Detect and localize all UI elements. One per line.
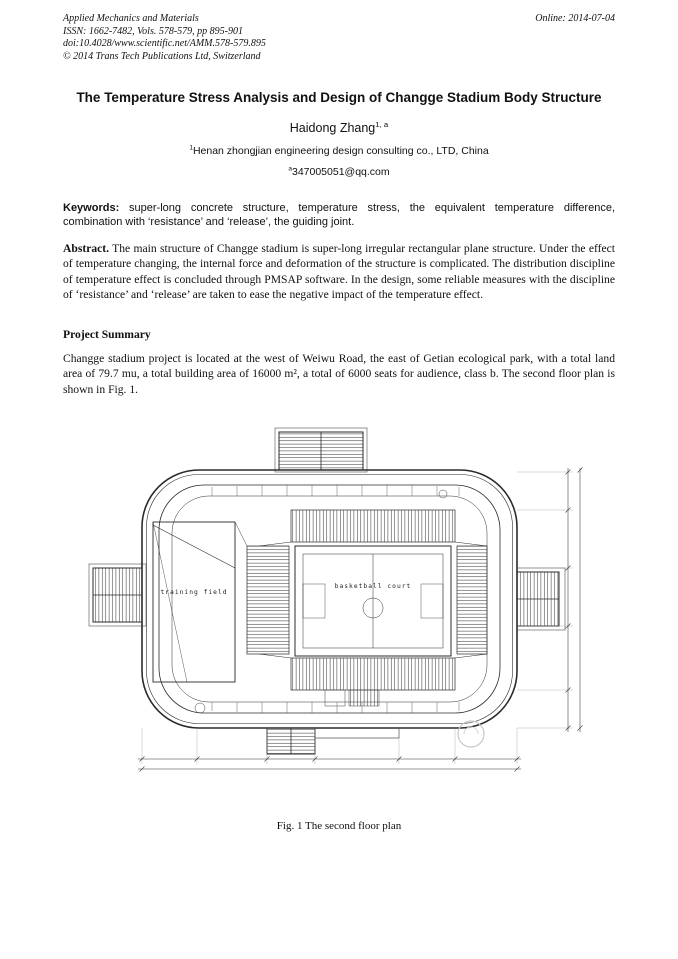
author-name: Haidong Zhang	[289, 120, 376, 135]
online-date: Online: 2014-07-04	[535, 13, 615, 24]
watermark-mark	[463, 726, 478, 734]
keywords-paragraph: Keywords: super-long concrete structure,…	[63, 201, 615, 230]
plan-details	[194, 489, 447, 713]
affiliation-superscript: 1	[189, 144, 193, 151]
doi-line: doi:10.4028/www.scientific.net/AMM.578-5…	[63, 38, 266, 49]
journal-header: Applied Mechanics and Materials ISSN: 16…	[63, 13, 615, 63]
abstract-paragraph: Abstract. The main structure of Changge …	[63, 241, 615, 303]
email-superscript: a	[288, 165, 292, 172]
journal-header-left: Applied Mechanics and Materials ISSN: 16…	[63, 13, 266, 63]
email-line: a347005051@qq.com	[63, 165, 615, 178]
copyright-line: © 2014 Trans Tech Publications Ltd, Swit…	[63, 50, 261, 62]
project-summary-paragraph: Changge stadium project is located at th…	[63, 351, 615, 397]
issn-line: ISSN: 1662-7482, Vols. 578-579, pp 895-9…	[63, 25, 243, 37]
basketball-court	[294, 545, 451, 657]
section-heading-project-summary: Project Summary	[63, 327, 151, 341]
keywords-text: super-long concrete structure, temperatu…	[63, 201, 615, 229]
perimeter-rooms	[211, 485, 459, 713]
author-line: Haidong Zhang1, a	[63, 119, 615, 135]
affiliation-line: 1Henan zhongjian engineering design cons…	[63, 144, 615, 157]
stairs-south	[266, 727, 399, 755]
training-field-label: training field	[160, 589, 227, 596]
affiliation-text: Henan zhongjian engineering design consu…	[192, 144, 489, 157]
author-superscript: 1, a	[375, 119, 389, 129]
figure-caption: Fig. 1 The second floor plan	[276, 819, 402, 832]
floor-plan-drawing: training field basketball court	[88, 427, 583, 772]
bleachers	[246, 509, 487, 691]
abstract-text: The main structure of Changge stadium is…	[63, 241, 615, 302]
journal-name: Applied Mechanics and Materials	[63, 13, 199, 24]
email-text: 347005051@qq.com	[291, 165, 390, 178]
stairs-north	[274, 427, 367, 472]
basketball-court-label: basketball court	[334, 583, 411, 590]
training-field	[152, 521, 235, 683]
watermark-circle	[456, 720, 485, 748]
abstract-label: Abstract.	[63, 241, 110, 255]
dimension-lines	[137, 466, 583, 772]
figure-1: training field basketball court	[63, 422, 615, 776]
paper-title: The Temperature Stress Analysis and Desi…	[76, 90, 602, 105]
stairs-east	[516, 567, 565, 630]
stairs-west	[88, 563, 146, 626]
keywords-label: Keywords:	[63, 201, 120, 214]
